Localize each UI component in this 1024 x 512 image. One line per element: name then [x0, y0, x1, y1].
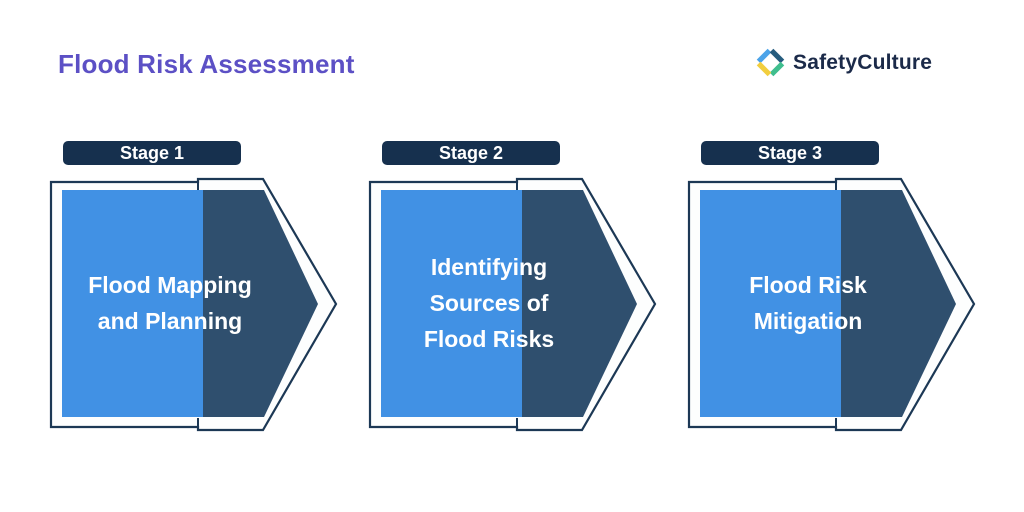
stage-label: Flood Risk Mitigation — [700, 267, 916, 339]
arrow-head-dark — [522, 190, 637, 417]
safetyculture-logo-icon — [756, 48, 785, 77]
stage-label-line: Identifying — [430, 254, 548, 280]
logo-chevron-yellow — [756, 61, 772, 77]
stage-badge-label: Stage 2 — [438, 143, 504, 163]
logo-chevron-navy — [769, 48, 785, 64]
stage-arrow-shape — [49, 177, 338, 432]
arrow-body-blue — [381, 190, 522, 417]
stage-group-1: Stage 1 Flood Mapping and Planning — [48, 140, 342, 436]
stage-label-line: Sources of — [429, 290, 549, 316]
stage-label-line: and Planning — [97, 308, 243, 334]
stage-badge-label: Stage 1 — [119, 143, 185, 163]
brand-name: SafetyCulture — [793, 50, 933, 74]
stage-badge-label: Stage 3 — [757, 143, 823, 163]
arrow-head-dark — [841, 190, 956, 417]
logo-chevron-blue — [756, 48, 772, 64]
arrow-body-blue — [700, 190, 841, 417]
stage-badge: Stage 3 — [701, 141, 879, 165]
arrow-body-blue — [62, 190, 203, 417]
stage-label-line: Mitigation — [753, 308, 863, 334]
stage-label: Identifying Sources of Flood Risks — [381, 249, 597, 357]
stage-group-3: Stage 3 Flood Risk Mitigation — [686, 140, 980, 436]
stage-badge: Stage 1 — [63, 141, 241, 165]
stage-group-2: Stage 2 Identifying Sources of Flood Ris… — [367, 140, 661, 436]
stage-arrow-shape — [368, 177, 657, 432]
stage-label: Flood Mapping and Planning — [62, 267, 278, 339]
stage-arrow-shape — [687, 177, 976, 432]
stage-label-line: Flood Risks — [423, 326, 555, 352]
stage-badge: Stage 2 — [382, 141, 560, 165]
stage-label-line: Flood Mapping — [88, 272, 252, 298]
brand-logo: SafetyCulture — [756, 48, 932, 77]
arrow-head-dark — [203, 190, 318, 417]
logo-chevron-green — [769, 61, 785, 77]
page-title: Flood Risk Assessment — [58, 49, 355, 79]
stage-label-line: Flood Risk — [749, 272, 867, 298]
